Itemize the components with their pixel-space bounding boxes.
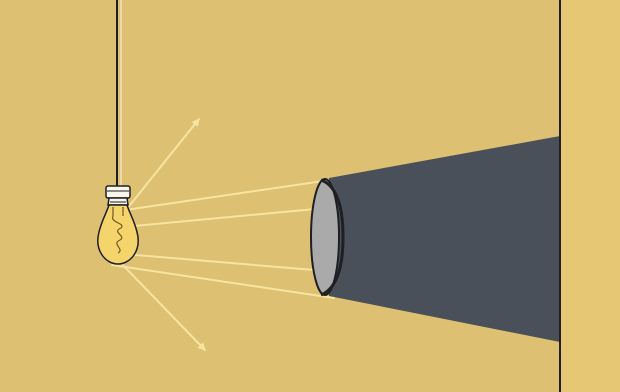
- bulb-socket: [106, 186, 130, 198]
- wall: [560, 0, 620, 392]
- disk-face: [311, 179, 339, 295]
- opaque-disk: [311, 179, 343, 295]
